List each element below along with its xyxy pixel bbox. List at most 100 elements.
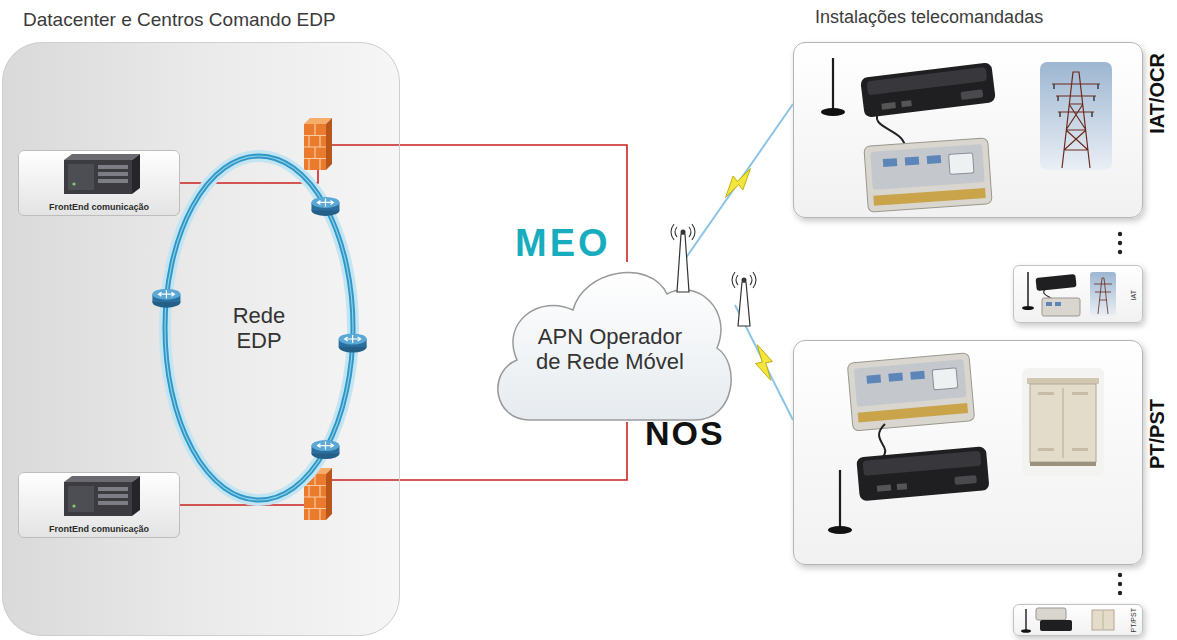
modem-icon [881, 102, 896, 110]
rtu-device [883, 158, 898, 167]
small-installation-icons [1055, 302, 1061, 306]
ring-outline [165, 156, 353, 500]
small-installation-icons [1040, 620, 1072, 631]
ellipsis-dots [1118, 241, 1122, 245]
pylon-photo [1054, 84, 1098, 117]
ellipsis-dots [1118, 232, 1122, 236]
rtu-device [864, 138, 992, 212]
small-installation-icons [1035, 274, 1076, 291]
cloud-outline [498, 273, 731, 420]
server-icon [64, 154, 140, 160]
antenna-tower [732, 272, 756, 288]
pylon-photo [1052, 72, 1100, 168]
antenna-tower [742, 278, 747, 283]
server-icon [64, 476, 140, 516]
rtu-device [866, 375, 881, 384]
substation-cabinet-photo [1022, 368, 1104, 476]
firewall-icon [304, 124, 326, 170]
modem-icon [897, 483, 907, 490]
server-icon [98, 494, 128, 498]
region-heading: Datacenter e Centros Comando EDP [23, 9, 336, 31]
operator-cloud: APN Operador de Rede Móvel [485, 262, 735, 422]
small-installation-icons [1022, 306, 1034, 310]
server-icon [98, 165, 128, 169]
installation-box: IAT/OCR [793, 42, 1143, 218]
server-icon [98, 501, 128, 505]
server-icon [64, 476, 140, 482]
antenna-tower [671, 224, 695, 240]
antenna-icon [839, 470, 841, 528]
installation-box-fill [1013, 604, 1143, 636]
ellipsis-dots [1118, 573, 1122, 595]
small-installation-icons [1025, 609, 1026, 630]
rtu-device [864, 138, 992, 212]
modem-icon [856, 446, 989, 501]
antenna-tower [677, 234, 689, 292]
substation-cabinet-photo [1027, 378, 1099, 384]
server-icon [68, 486, 94, 512]
router-icon [311, 440, 339, 459]
small-installation-icons [1094, 278, 1112, 314]
rtu-device [932, 368, 958, 390]
router-icon [152, 289, 180, 300]
modem-icon [856, 446, 989, 501]
rtu-device [949, 153, 974, 175]
lightning-bolt [721, 163, 756, 203]
router-icon [339, 333, 367, 344]
ellipsis-dots [1118, 232, 1122, 254]
installation-box-small: PT/PST [1013, 604, 1143, 636]
server-icon [64, 160, 132, 194]
small-installation-icons [1090, 272, 1116, 316]
router-icon [158, 290, 174, 298]
rtu-device [888, 373, 903, 382]
datacenter-region-fill [2, 42, 400, 636]
antenna-tower [681, 230, 686, 235]
small-installation-icons [1092, 610, 1114, 630]
firewall-icon [304, 118, 332, 170]
rtu-device [847, 353, 974, 431]
rtu-device [847, 353, 974, 431]
substation-cabinet-photo [1072, 392, 1088, 395]
router-icon [317, 442, 333, 450]
server-box-fill [18, 472, 180, 538]
rtu-device [854, 359, 967, 406]
router-icon [345, 335, 361, 343]
antenna-icon [828, 526, 852, 534]
connector-group [180, 104, 793, 505]
small-installation-icons [1021, 629, 1031, 633]
ring-outline [165, 156, 353, 500]
installation-box-fill [1013, 265, 1143, 323]
ellipsis-dots [1118, 573, 1122, 577]
firewall-icon [326, 468, 332, 520]
antenna-icon [821, 108, 845, 116]
label-holder: Instalações telecomandadas [815, 8, 1043, 26]
small-installation-icons [1021, 608, 1114, 633]
router-icon [311, 197, 339, 216]
operator-logo: MEO [515, 224, 611, 262]
antenna-tower [732, 272, 756, 326]
modem-icon [960, 89, 983, 100]
substation-cabinet-photo [1022, 368, 1104, 476]
operator-logo: NOS [645, 416, 725, 450]
pylon-photo [1040, 62, 1112, 170]
small-installation-icons [1103, 611, 1104, 629]
antenna-icon [821, 58, 845, 116]
server-icon [72, 504, 75, 507]
ellipsis-dots [1118, 591, 1122, 595]
rtu-device [870, 144, 984, 190]
modem-icon [877, 485, 891, 492]
server-icon [64, 154, 140, 194]
server-icon [132, 476, 140, 516]
frontend-server-box: FrontEnd comunicação [18, 150, 180, 216]
installation-type-small: PT/PST [1130, 608, 1138, 633]
pylon-photo [1040, 62, 1112, 170]
section-heading: Instalações telecomandadas [815, 8, 1043, 26]
router-icon [152, 289, 180, 308]
datacenter-region: Datacenter e Centros Comando EDPFrontEnd… [2, 42, 400, 636]
antenna-icon [832, 58, 834, 110]
substation-cabinet-photo [1072, 448, 1088, 451]
antenna-tower [671, 224, 695, 292]
rtu-device [905, 157, 920, 166]
server-icon [68, 164, 94, 190]
